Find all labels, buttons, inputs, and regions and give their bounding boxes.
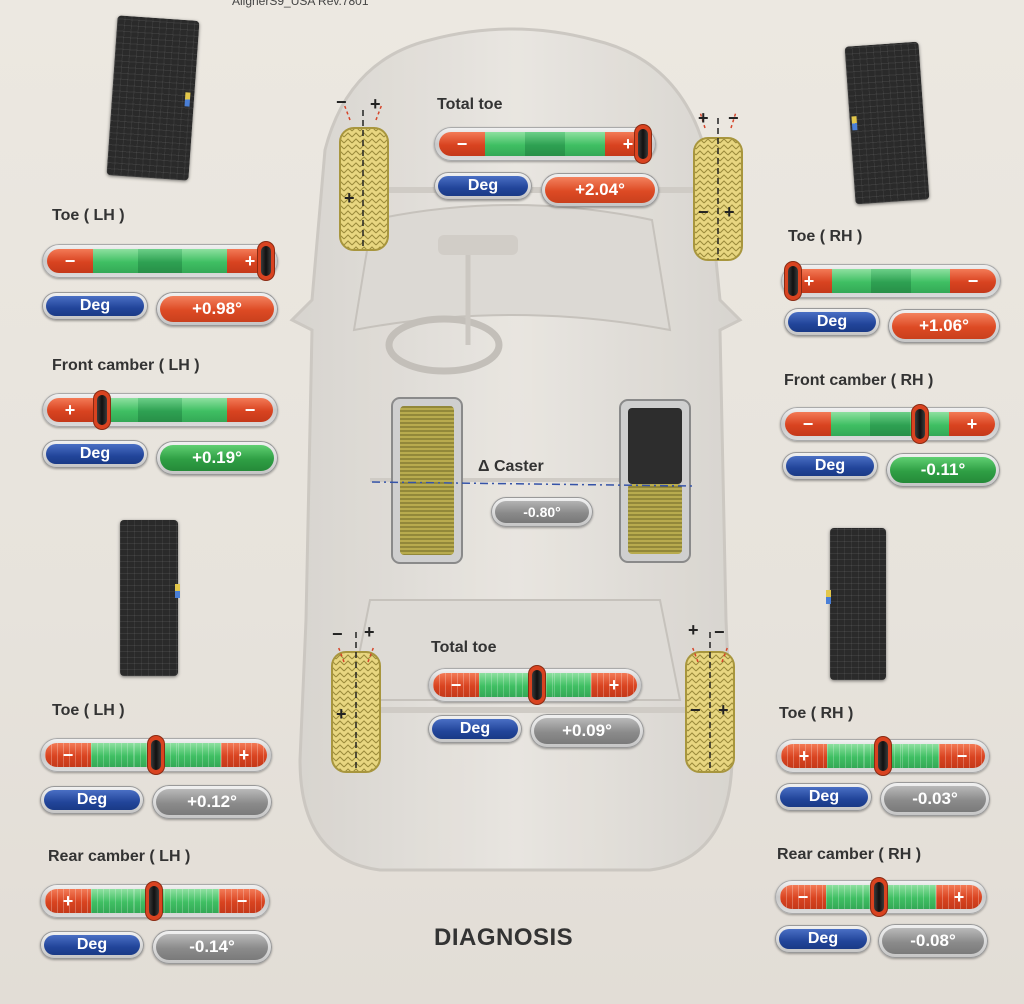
front-camber-rh-value: -0.11° — [886, 453, 1000, 487]
front-toe-rh-value: +1.06° — [888, 309, 1000, 343]
caster-label: Δ Caster — [478, 458, 544, 475]
gauge-minus-sign: − — [950, 269, 996, 293]
front-total-toe-value: +2.04° — [541, 173, 659, 207]
fl-mid-plus: + — [344, 188, 355, 208]
front-left-tire-image — [106, 15, 200, 181]
gauge-minus-sign: − — [939, 744, 985, 768]
gauge-minus-sign: − — [433, 673, 479, 697]
front-left-wheel — [339, 103, 389, 251]
rear-camber-rh-deg-button[interactable]: Deg — [775, 925, 871, 953]
fr-sign-left: + — [698, 108, 709, 128]
gauge-plus-sign: + — [45, 889, 91, 913]
rear-toe-lh-value: +0.12° — [152, 785, 272, 819]
rear-right-tire-image — [826, 528, 886, 680]
gauge-minus-sign: − — [47, 249, 93, 273]
gauge-minus-sign: − — [780, 885, 826, 909]
front-toe-rh-label: Toe ( RH ) — [788, 228, 863, 245]
gauge-plus-sign: + — [781, 744, 827, 768]
rear-camber-rh-value: -0.08° — [878, 924, 988, 958]
gauge-minus-sign: − — [785, 412, 831, 436]
rear-toe-lh-label: Toe ( LH ) — [52, 702, 125, 719]
fr-mid-minus: − — [698, 202, 709, 222]
rl-sign-right: + — [364, 622, 375, 642]
fr-sign-right: − — [728, 108, 739, 128]
front-toe-rh-deg-button[interactable]: Deg — [784, 308, 880, 336]
front-toe-lh-label: Toe ( LH ) — [52, 207, 125, 224]
fl-sign-right: + — [370, 94, 381, 114]
rear-camber-lh-value: -0.14° — [152, 930, 272, 964]
rl-sign-left: − — [332, 624, 343, 644]
caster-value: -0.80° — [491, 497, 593, 527]
rear-left-wheel — [331, 632, 381, 773]
front-toe-rh-gauge: + − — [781, 262, 1001, 300]
rear-left-tire-image — [120, 520, 180, 676]
rear-toe-rh-label: Toe ( RH ) — [779, 705, 854, 722]
gauge-minus-sign: − — [219, 889, 265, 913]
gauge-needle — [912, 405, 928, 443]
rear-toe-rh-deg-button[interactable]: Deg — [776, 783, 872, 811]
rear-total-toe-gauge: − + — [428, 666, 642, 704]
gauge-plus-sign: + — [221, 743, 267, 767]
front-camber-lh-label: Front camber ( LH ) — [52, 357, 200, 374]
fr-mid-plus: + — [724, 202, 735, 222]
front-camber-lh-gauge: + − — [42, 391, 278, 429]
rear-toe-lh-deg-button[interactable]: Deg — [40, 786, 144, 814]
gauge-needle — [871, 878, 887, 916]
gauge-plus-sign: + — [936, 885, 982, 909]
gauge-minus-sign: − — [439, 132, 485, 156]
rear-camber-lh-label: Rear camber ( LH ) — [48, 848, 191, 865]
front-camber-lh-value: +0.19° — [156, 441, 278, 475]
rr-sign-right: − — [714, 622, 725, 642]
gauge-needle — [785, 262, 801, 300]
front-camber-rh-deg-button[interactable]: Deg — [782, 452, 878, 480]
front-right-wheel — [693, 111, 743, 261]
gauge-plus-sign: + — [949, 412, 995, 436]
right-caster-roller — [619, 399, 691, 563]
gauge-plus-sign: + — [47, 398, 93, 422]
left-caster-roller — [391, 397, 463, 564]
front-right-tire-image — [844, 41, 930, 205]
rr-mid-minus: − — [690, 700, 701, 720]
rear-camber-lh-gauge: + − — [40, 882, 270, 920]
gauge-plus-sign: + — [591, 673, 637, 697]
front-total-toe-deg-button[interactable]: Deg — [434, 172, 532, 200]
rear-camber-rh-gauge: − + — [775, 878, 987, 916]
rear-toe-rh-value: -0.03° — [880, 782, 990, 816]
page-title: DIAGNOSIS — [434, 924, 574, 951]
rear-toe-rh-gauge: + − — [776, 737, 990, 775]
gauge-minus-sign: − — [227, 398, 273, 422]
front-total-toe-gauge: − + — [434, 125, 656, 163]
gauge-needle — [148, 736, 164, 774]
rr-sign-left: + — [688, 620, 699, 640]
rear-camber-rh-label: Rear camber ( RH ) — [777, 846, 922, 863]
front-camber-rh-gauge: − + — [780, 405, 1000, 443]
version-label: AlignerS9_USA Rev.7801 — [232, 0, 369, 8]
rear-camber-lh-deg-button[interactable]: Deg — [40, 931, 144, 959]
front-camber-rh-label: Front camber ( RH ) — [784, 372, 934, 389]
rear-right-wheel — [685, 632, 735, 773]
gauge-needle — [875, 737, 891, 775]
rear-toe-lh-gauge: − + — [40, 736, 272, 774]
rear-total-toe-value: +0.09° — [530, 714, 644, 748]
gauge-needle — [635, 125, 651, 163]
rear-total-toe-label: Total toe — [431, 639, 497, 656]
rl-mid-plus: + — [336, 704, 347, 724]
rr-mid-plus: + — [718, 700, 729, 720]
front-camber-lh-deg-button[interactable]: Deg — [42, 440, 148, 468]
gauge-needle — [146, 882, 162, 920]
gauge-needle — [94, 391, 110, 429]
front-toe-lh-gauge: − + — [42, 242, 278, 280]
fl-sign-left: − — [336, 92, 347, 112]
gauge-minus-sign: − — [45, 743, 91, 767]
front-total-toe-label: Total toe — [437, 96, 503, 113]
gauge-needle — [258, 242, 274, 280]
front-toe-lh-deg-button[interactable]: Deg — [42, 292, 148, 320]
rear-total-toe-deg-button[interactable]: Deg — [428, 715, 522, 743]
gauge-needle — [529, 666, 545, 704]
front-toe-lh-value: +0.98° — [156, 292, 278, 326]
